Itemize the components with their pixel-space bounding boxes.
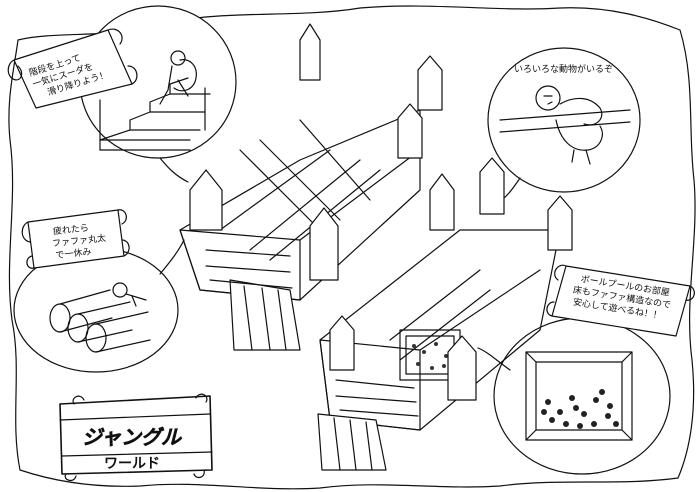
rest-scroll [21, 209, 130, 269]
jungle-castle-right [317, 157, 573, 471]
animals-callout-text: いろいろな動物がいるぞ [514, 63, 613, 75]
stairs-scroll [7, 28, 138, 109]
rest-line-3: で一休み [55, 245, 92, 261]
animals-bubble [487, 47, 641, 205]
jungle-world-sign [59, 393, 213, 482]
rest-bubble [13, 239, 185, 373]
sign-title-line-2: ワールド [104, 456, 160, 472]
parchment-border [8, 5, 696, 490]
ballpool-bubble [477, 317, 671, 475]
jungle-castle-left [179, 23, 443, 351]
stairs-bubble [79, 5, 237, 183]
rest-line-1: 疲れたら [52, 222, 89, 238]
ballpool-scroll [546, 264, 695, 337]
sign-title-line-1: ジャングル [82, 425, 182, 449]
